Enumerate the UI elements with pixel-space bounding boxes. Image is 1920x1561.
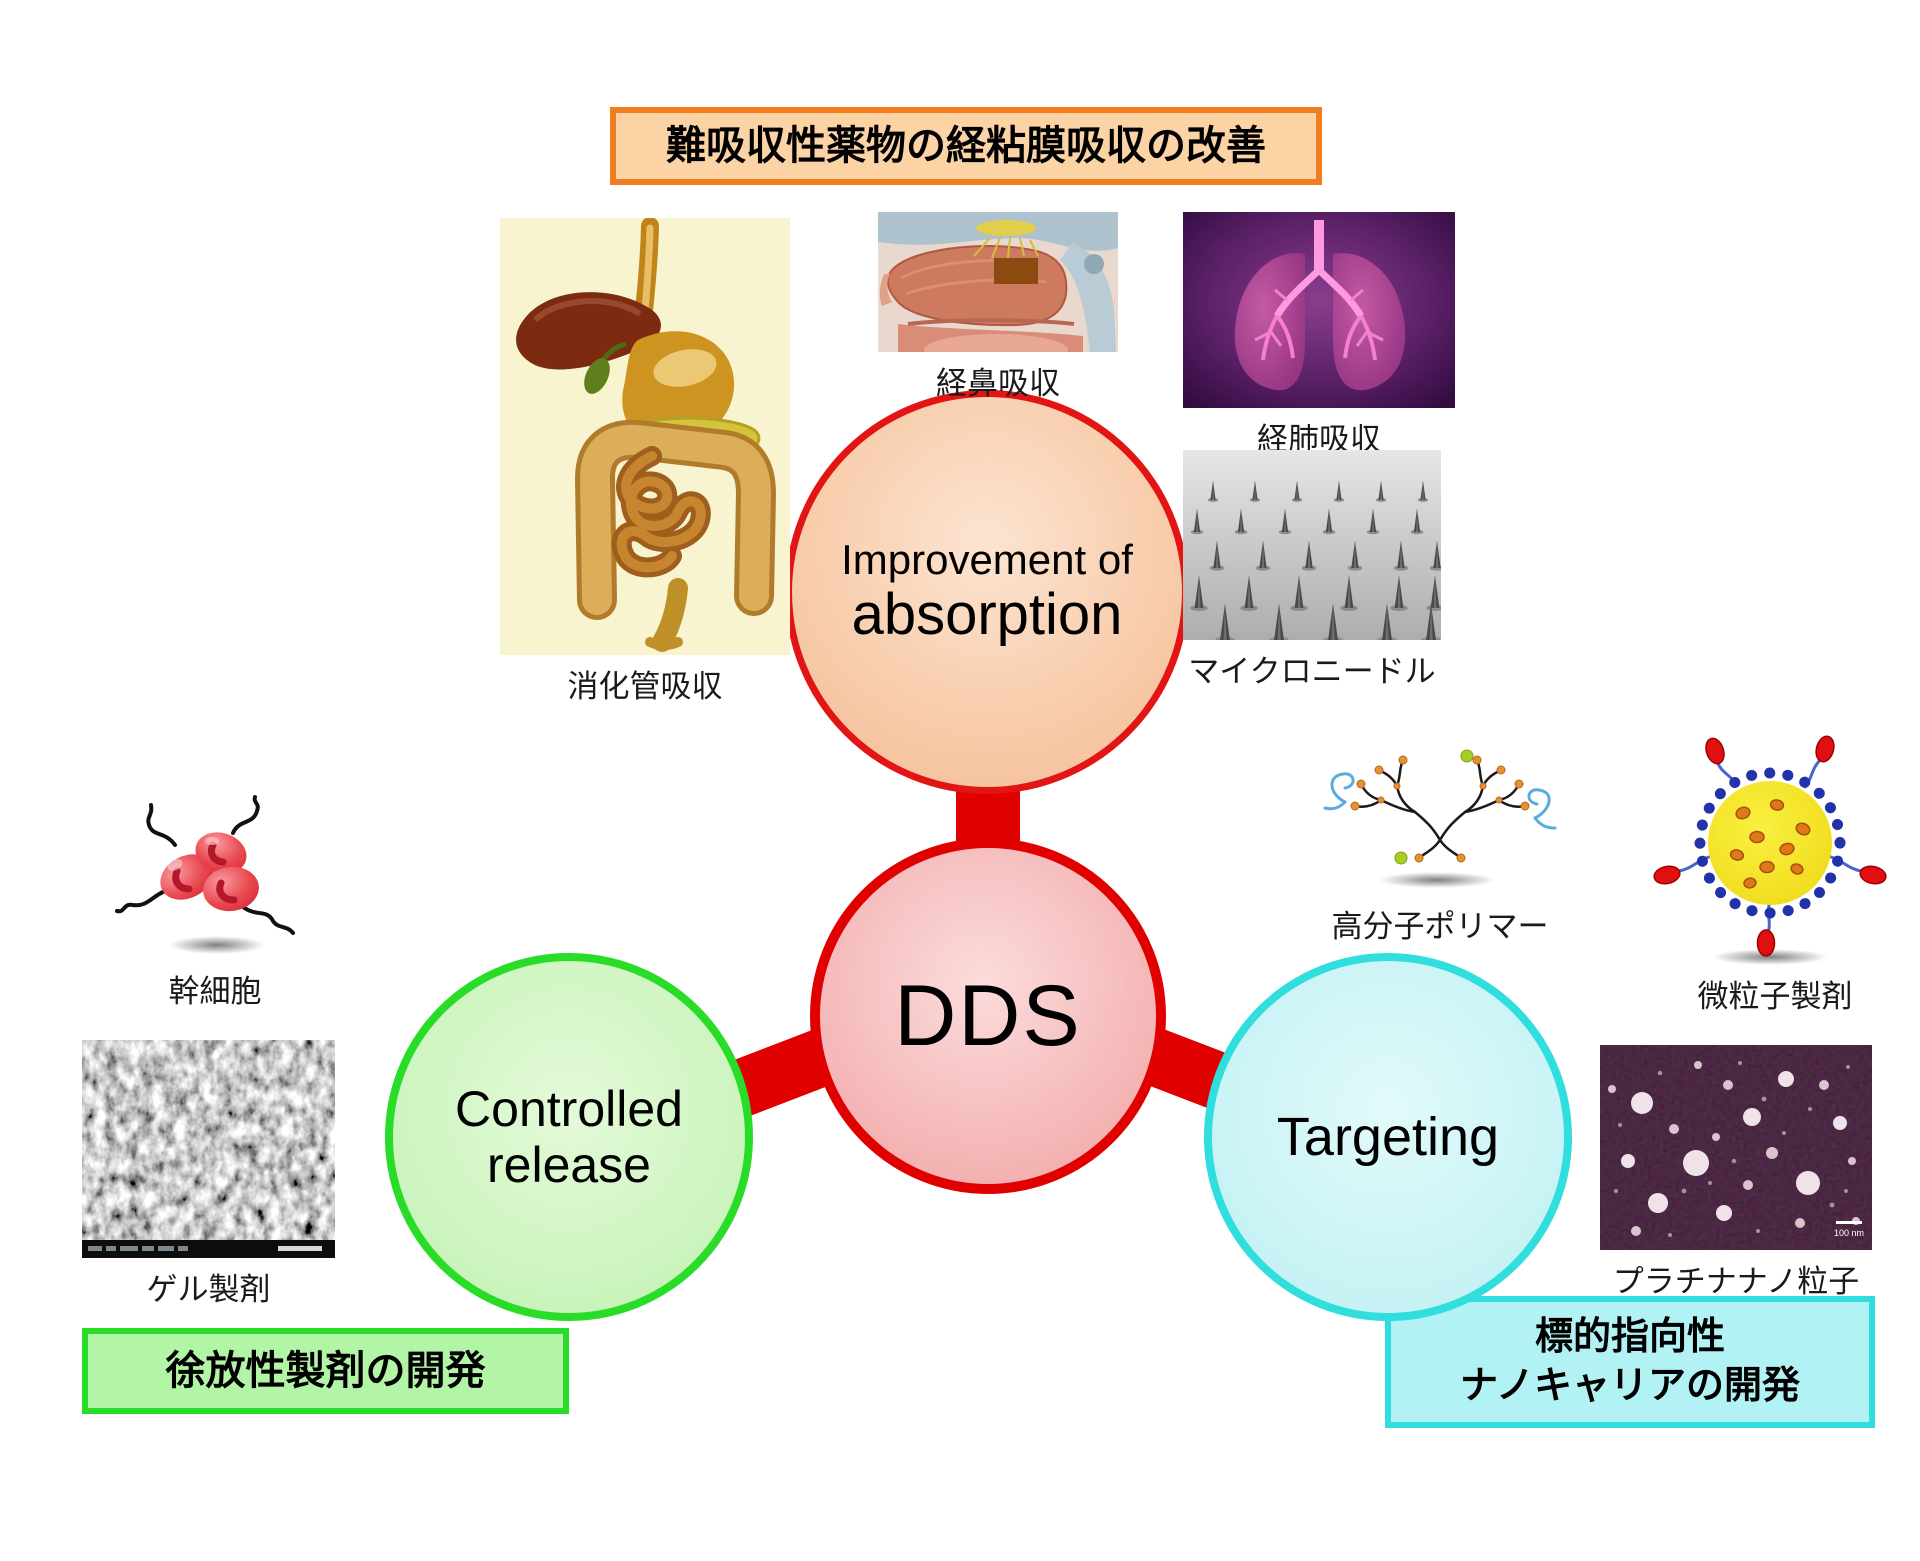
absorption-circle-line2: absorption (851, 582, 1123, 648)
banner-targeted-nanocarrier-line2: ナノキャリアの開発 (1459, 1365, 1801, 1407)
microneedle-figure: マイクロニードル (1183, 450, 1441, 691)
polymer-figure: 高分子ポリマー (1315, 740, 1565, 946)
dendrimer-image (1323, 749, 1557, 888)
controlled-release-line2: release (487, 1137, 651, 1193)
controlled-release-circle: Controlled release (385, 953, 753, 1321)
nasal-label: 経鼻吸収 (936, 366, 1060, 401)
controlled-release-line1: Controlled (455, 1081, 683, 1137)
banner-mucosal-absorption-text: 難吸収性薬物の経粘膜吸収の改善 (666, 124, 1266, 168)
absorption-circle-line1: Improvement of (841, 536, 1133, 583)
gel-figure: ゲル製剤 (82, 1040, 335, 1309)
nasal-figure: 経鼻吸収 (878, 212, 1118, 403)
banner-targeted-nanocarrier: 標的指向性 ナノキャリアの開発 (1385, 1296, 1875, 1428)
microneedle-label: マイクロニードル (1188, 654, 1436, 689)
platinum-figure: 100 nm プラチナナノ粒子 (1600, 1045, 1872, 1301)
lungs-image (1183, 212, 1455, 408)
gi-tract-figure: 消化管吸収 (500, 218, 790, 706)
nasal-cavity-image (878, 212, 1118, 352)
banner-sustained-release-text: 徐放性製剤の開発 (165, 1349, 486, 1393)
stemcell-label: 幹細胞 (168, 974, 262, 1009)
banner-mucosal-absorption: 難吸収性薬物の経粘膜吸収の改善 (610, 107, 1322, 185)
gel-label: ゲル製剤 (146, 1272, 271, 1307)
microneedle-image (1183, 450, 1441, 640)
platinum-nanoparticle-image: 100 nm (1600, 1045, 1872, 1250)
banner-targeted-nanocarrier-line1: 標的指向性 (1534, 1315, 1725, 1358)
absorption-circle: Improvement of absorption (785, 390, 1189, 794)
platinum-label: プラチナナノ粒子 (1612, 1264, 1860, 1299)
platinum-scale-label: 100 nm (1834, 1228, 1864, 1238)
gi-tract-image (500, 218, 790, 655)
gel-sem-image (82, 1040, 335, 1258)
stemcell-image (115, 795, 295, 954)
microparticle-figure: 微粒子製剤 (1645, 735, 1905, 1016)
banner-sustained-release: 徐放性製剤の開発 (82, 1328, 569, 1414)
gi-tract-label: 消化管吸収 (567, 669, 723, 704)
lung-figure: 経肺吸収 (1183, 212, 1455, 459)
dds-circle: DDS (810, 838, 1166, 1194)
polymer-label: 高分子ポリマー (1331, 909, 1549, 944)
targeting-circle-label: Targeting (1276, 1106, 1500, 1167)
stemcell-figure: 幹細胞 (115, 795, 315, 1011)
microparticle-label: 微粒子製剤 (1697, 979, 1853, 1014)
targeting-circle: Targeting (1204, 953, 1572, 1321)
microparticle-image (1653, 735, 1887, 965)
dds-circle-label: DDS (894, 967, 1082, 1064)
